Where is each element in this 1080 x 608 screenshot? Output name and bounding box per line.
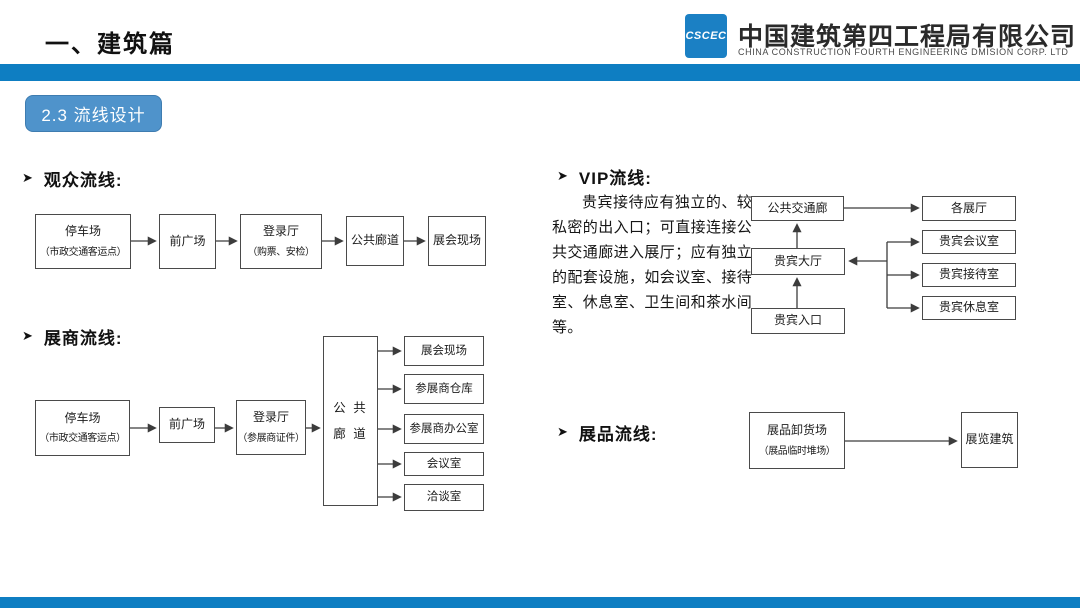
corridor-line: 公 共 xyxy=(333,400,368,415)
flow-node-branch-meeting-room: 会议室 xyxy=(404,452,484,476)
flow-node-vip-entrance: 贵宾入口 xyxy=(751,308,845,334)
flow-node-front-plaza: 前广场 xyxy=(159,214,216,269)
node-title: 停车场 xyxy=(64,224,101,239)
flow-node-vip-public-corridor: 公共交通廊 xyxy=(751,196,844,221)
heading-exhibits: ➤ 展品流线: xyxy=(557,420,658,445)
flow-node-login-hall: 登录厅 （购票、安检） xyxy=(240,214,322,269)
flow-node-front-plaza-2: 前广场 xyxy=(159,407,215,443)
heading-audience: ➤ 观众流线: xyxy=(22,166,123,191)
node-sub: （参展商证件） xyxy=(237,432,305,444)
vip-description: 贵宾接待应有独立的、较私密的出入口；可直接连接公共交通廊进入展厅；应有独立的配套… xyxy=(552,194,752,336)
flow-node-branch-warehouse: 参展商仓库 xyxy=(404,374,484,404)
logo-glyph: CSCEC xyxy=(685,30,727,42)
header-accent-bar xyxy=(0,64,1080,81)
flow-node-vip-lounge: 贵宾休息室 xyxy=(922,296,1016,320)
heading-exhibitor: ➤ 展商流线: xyxy=(22,324,123,349)
flow-node-branch-negotiation-room: 洽谈室 xyxy=(404,484,484,511)
node-sub: （展品临时堆场） xyxy=(758,445,836,457)
flow-node-parking: 停车场 （市政交通客运点） xyxy=(35,214,131,269)
flow-node-public-corridor: 公共廊道 xyxy=(346,216,404,266)
flow-node-unloading-yard: 展品卸货场 （展品临时堆场） xyxy=(749,412,845,469)
heading-exhibits-label: 展品流线: xyxy=(578,425,658,444)
node-sub: （购票、安检） xyxy=(247,246,315,258)
arrow-bullet-icon: ➤ xyxy=(557,167,569,183)
heading-vip: ➤ VIP流线: xyxy=(557,164,652,189)
section-badge: 2.3 流线设计 xyxy=(25,95,162,132)
company-logo-icon: CSCEC xyxy=(685,14,727,58)
flow-node-parking-2: 停车场 （市政交通客运点） xyxy=(35,400,130,456)
arrow-bullet-icon: ➤ xyxy=(22,327,34,343)
footer-accent-bar xyxy=(0,597,1080,608)
node-title: 展品卸货场 xyxy=(766,423,827,438)
company-name-cn: 中国建筑第四工程局有限公司 xyxy=(738,23,1077,51)
flow-node-vip-hall: 贵宾大厅 xyxy=(751,248,845,275)
node-sub: （市政交通客运点） xyxy=(39,433,126,445)
node-title: 停车场 xyxy=(64,410,101,425)
heading-exhibitor-label: 展商流线: xyxy=(43,329,123,348)
flow-node-branch-office: 参展商办公室 xyxy=(404,414,484,444)
node-sub: （市政交通客运点） xyxy=(39,246,127,258)
flow-node-vip-reception-room: 贵宾接待室 xyxy=(922,263,1016,287)
node-title: 登录厅 xyxy=(252,410,289,425)
company-name-en: CHINA CONSTRUCTION FOURTH ENGINEERING DM… xyxy=(738,47,1069,57)
flow-node-exhibition-building: 展览建筑 xyxy=(961,412,1018,468)
flow-node-vip-halls: 各展厅 xyxy=(922,196,1016,221)
page-title: 一、建筑篇 xyxy=(45,31,175,58)
heading-audience-label: 观众流线: xyxy=(43,171,123,190)
heading-vip-label: VIP流线: xyxy=(578,169,652,188)
flow-node-branch-exhibition-site: 展会现场 xyxy=(404,336,484,366)
flow-node-vip-meeting-room: 贵宾会议室 xyxy=(922,230,1016,254)
flow-node-public-corridor-2: 公 共 廊 道 xyxy=(323,336,378,506)
flow-node-exhibition-site: 展会现场 xyxy=(428,216,486,266)
flow-node-login-hall-2: 登录厅 （参展商证件） xyxy=(236,400,306,455)
node-title: 登录厅 xyxy=(262,224,299,239)
arrow-bullet-icon: ➤ xyxy=(22,169,34,185)
arrow-bullet-icon: ➤ xyxy=(557,423,569,439)
corridor-line: 廊 道 xyxy=(333,427,368,441)
